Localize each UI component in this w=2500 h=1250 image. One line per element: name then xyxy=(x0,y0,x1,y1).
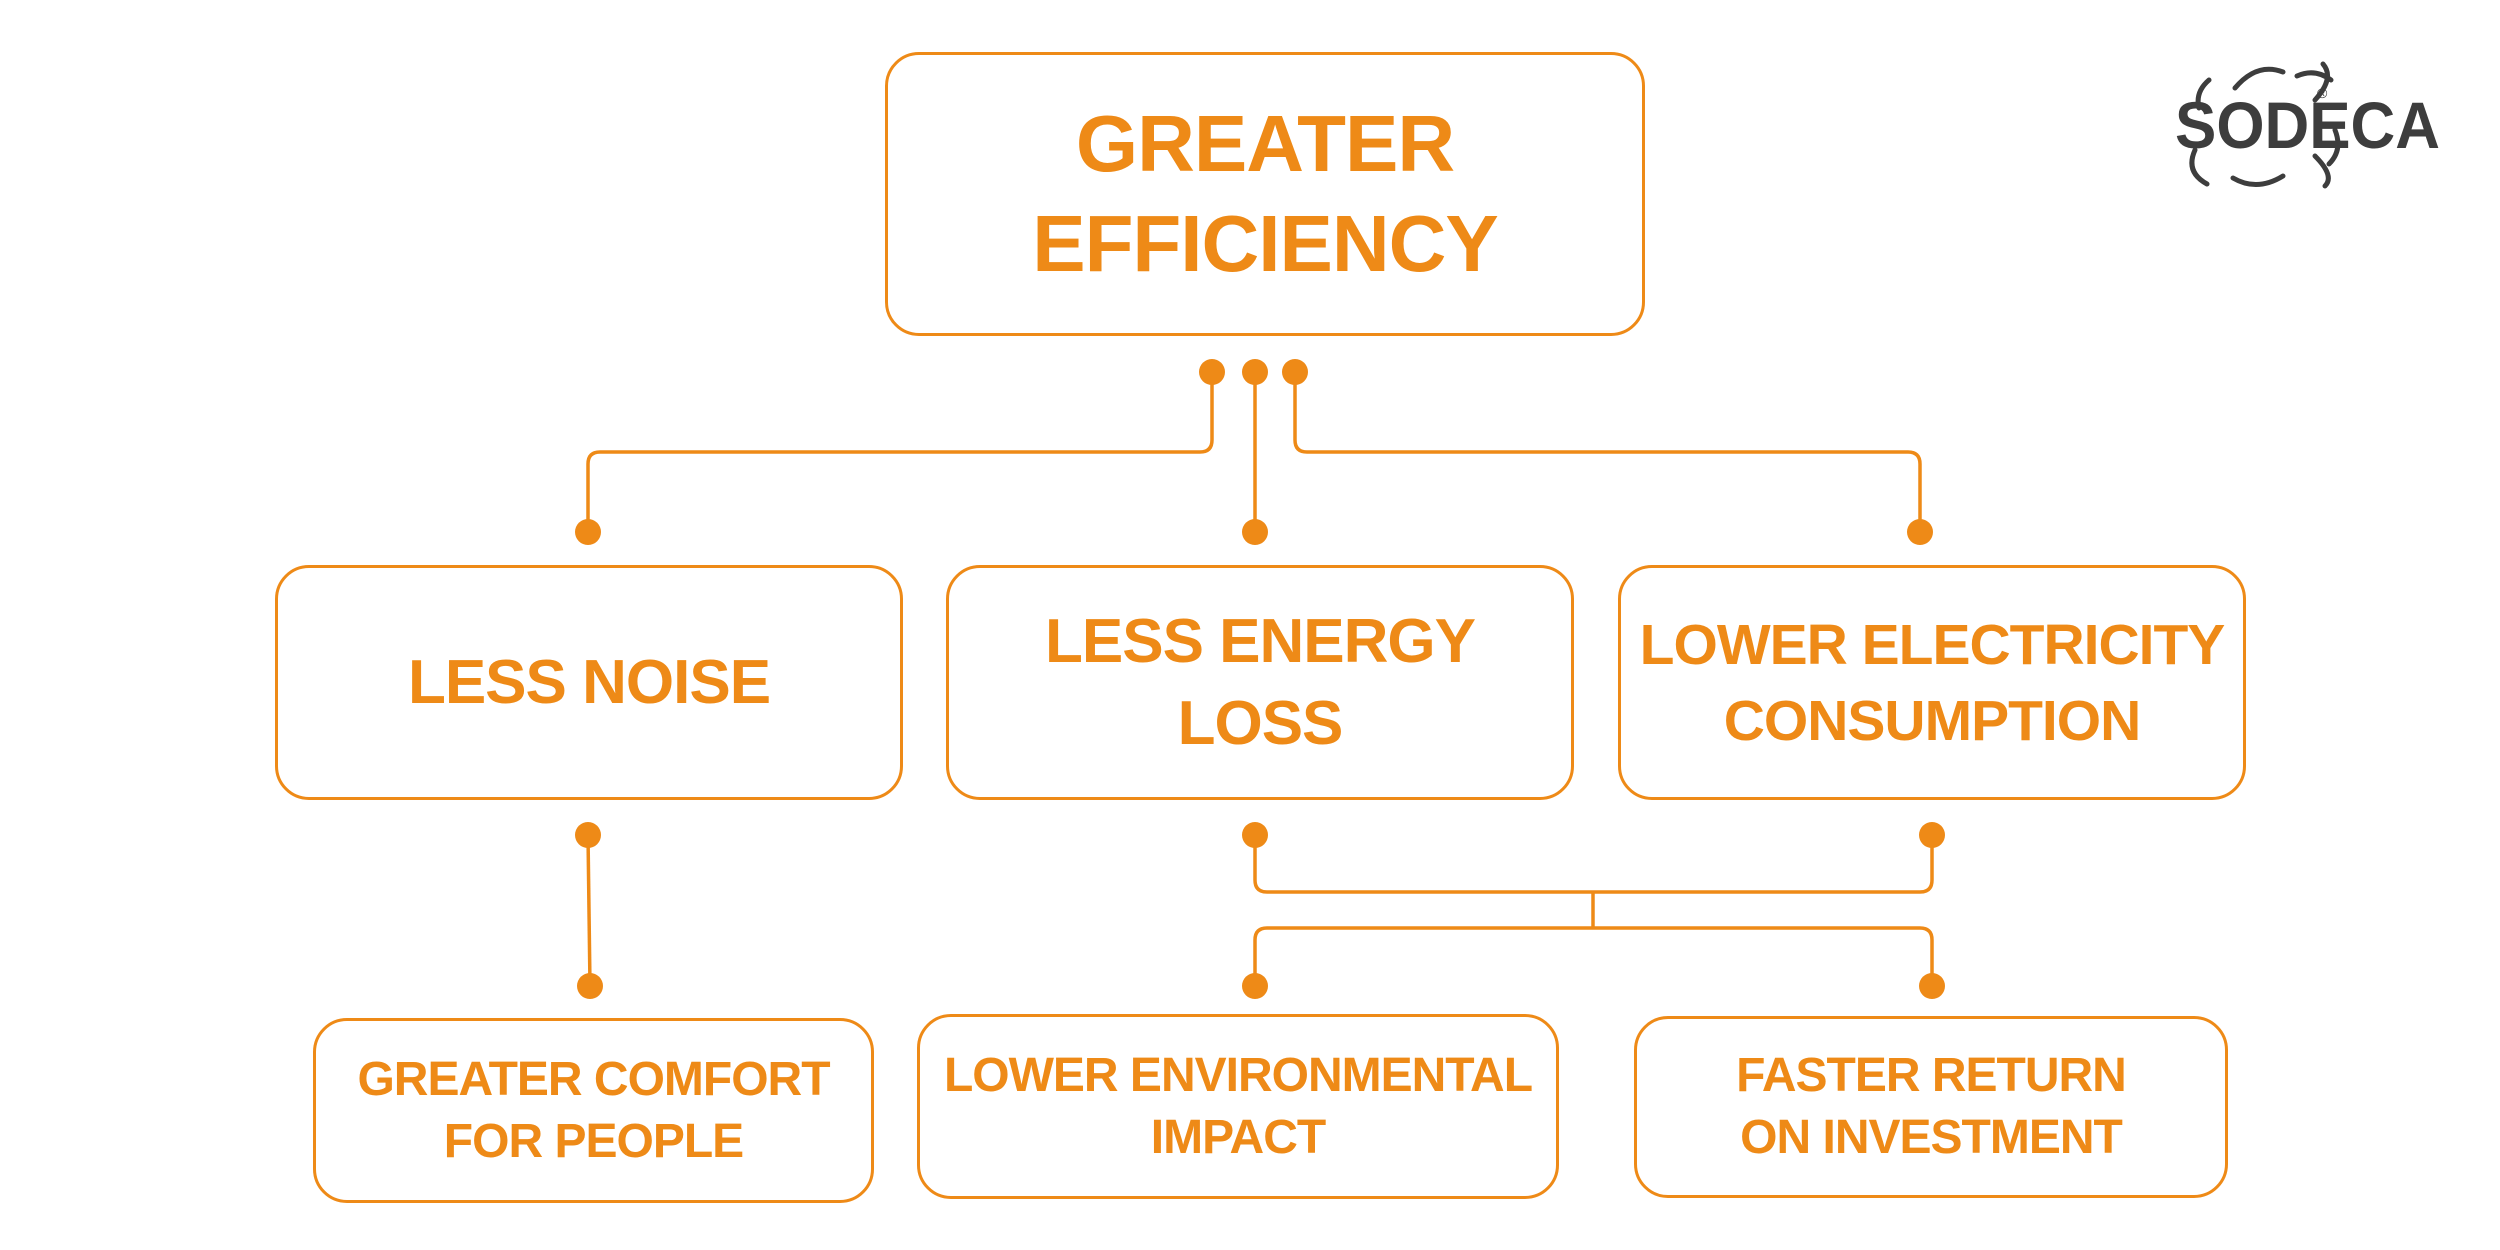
node-label: LOWER ENVIRONMENTAL IMPACT xyxy=(943,1048,1533,1164)
connector-root-to-electricity xyxy=(1293,372,1922,532)
connector-dot xyxy=(1907,519,1933,545)
sodeca-logo: SODECA ® xyxy=(2175,61,2440,189)
connector-dot xyxy=(575,822,601,848)
connector-dot xyxy=(1919,822,1945,848)
node-label: FASTER RETURN ON INVESTMENT xyxy=(1736,1049,2127,1164)
node-lower-environmental-impact: LOWER ENVIRONMENTAL IMPACT xyxy=(917,1014,1559,1199)
connector-dot xyxy=(575,519,601,545)
connector-dot xyxy=(1242,519,1268,545)
logo-wordmark: SODECA xyxy=(2175,88,2440,162)
connector-dot xyxy=(577,973,603,999)
connector-merge-upper xyxy=(1253,835,1934,894)
connector-dot xyxy=(1282,359,1308,385)
connector-dot xyxy=(1199,359,1225,385)
node-greater-efficiency: GREATER EFFICIENCY xyxy=(885,52,1645,336)
connector-dot xyxy=(1242,822,1268,848)
node-label: GREATER COMFORT FOR PEOPLE xyxy=(357,1052,830,1168)
node-label: GREATER EFFICIENCY xyxy=(1032,99,1499,288)
node-label: LESS ENERGY LOSS xyxy=(1045,606,1476,758)
node-faster-return: FASTER RETURN ON INVESTMENT xyxy=(1634,1016,2228,1198)
node-label: LOWER ELECTRICITY CONSUMPTION xyxy=(1639,612,2226,753)
connector-dot xyxy=(1919,973,1945,999)
connector-dot xyxy=(1242,973,1268,999)
node-lower-electricity-consumption: LOWER ELECTRICITY CONSUMPTION xyxy=(1618,565,2246,800)
node-less-noise: LESS NOISE xyxy=(275,565,903,800)
node-less-energy-loss: LESS ENERGY LOSS xyxy=(946,565,1574,800)
connector-merge-lower xyxy=(1253,926,1934,986)
connector-noise-to-comfort xyxy=(586,834,592,987)
registered-mark: ® xyxy=(2317,85,2328,101)
node-label: LESS NOISE xyxy=(407,647,771,717)
connector-dot xyxy=(1242,359,1268,385)
node-greater-comfort: GREATER COMFORT FOR PEOPLE xyxy=(313,1018,874,1203)
connector-root-to-noise xyxy=(586,372,1214,532)
fan-icon xyxy=(2189,61,2341,189)
